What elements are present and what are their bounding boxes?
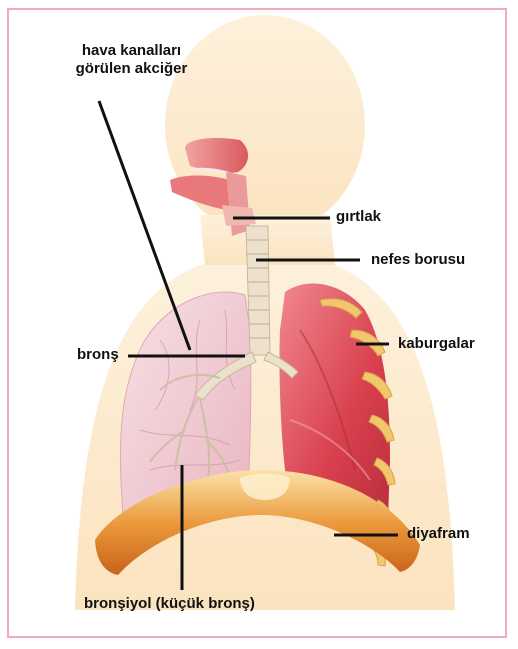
label-air-passages-line1: hava kanalları: [44, 42, 219, 60]
label-bronchus: bronş: [77, 346, 119, 364]
label-ribs: kaburgalar: [398, 335, 475, 353]
label-bronchiole: bronşiyol (küçük bronş): [84, 595, 255, 613]
label-larynx: gırtlak: [336, 208, 381, 226]
label-diaphragm: diyafram: [407, 525, 470, 543]
label-trachea: nefes borusu: [371, 251, 465, 269]
label-air-passages-lung: hava kanalları görülen akciğer: [44, 42, 219, 78]
label-air-passages-line2: görülen akciğer: [44, 60, 219, 78]
